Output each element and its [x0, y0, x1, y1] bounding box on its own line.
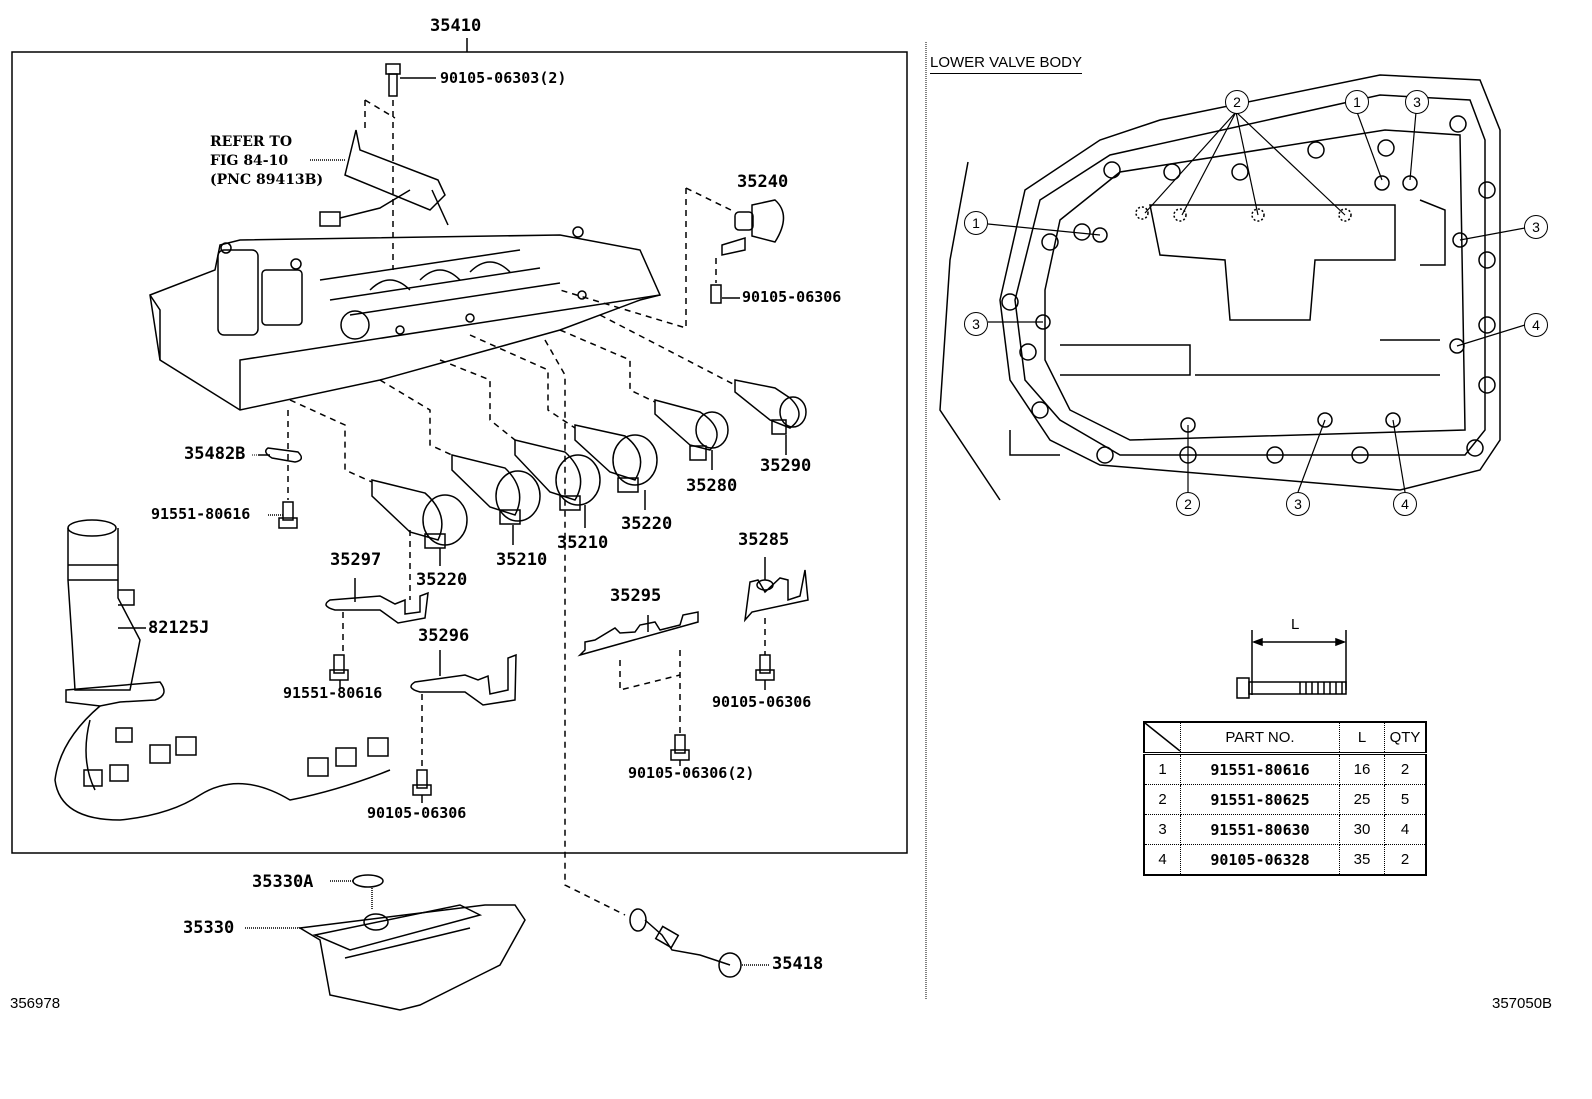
solenoid-35240-icon [559, 187, 785, 330]
header-corner [1143, 721, 1181, 755]
header-length: L [1339, 721, 1385, 755]
row-key: 2 [1143, 784, 1181, 815]
solenoid-35220-b-icon [469, 334, 658, 510]
left-footer-id: 356978 [10, 995, 61, 1012]
sensor-bracket-icon [310, 99, 449, 227]
row-part-no[interactable]: 91551-80630 [1180, 814, 1340, 845]
right-footer-id: 357050B [1492, 995, 1553, 1012]
callout-35210-b[interactable]: 35210 [557, 533, 609, 553]
solenoid-35220-a-icon [289, 399, 468, 600]
valve-body-icon [149, 226, 662, 411]
bracket-35285-icon [743, 557, 809, 690]
callout-35330[interactable]: 35330 [183, 918, 235, 938]
marker-1-left[interactable]: 1 [964, 211, 988, 235]
callout-35240[interactable]: 35240 [737, 172, 789, 192]
table-header-row: PART NO. L QTY [1143, 721, 1427, 755]
bracket-35296-icon [410, 650, 517, 803]
callout-35220-b[interactable]: 35220 [621, 514, 673, 534]
refer-note-line1: REFER TO [210, 134, 293, 150]
callout-35285[interactable]: 35285 [738, 530, 790, 550]
solenoid-35290-icon [599, 314, 807, 455]
pin-35418-icon [629, 908, 770, 978]
marker-4-bottom[interactable]: 4 [1393, 492, 1417, 516]
assembly-frame [11, 51, 908, 854]
row-qty: 4 [1384, 814, 1427, 845]
leader-35418 [544, 339, 626, 916]
lower-valve-body-title: LOWER VALVE BODY [930, 54, 1082, 74]
callout-90105-06306-c[interactable]: 90105-06306(2) [628, 764, 755, 782]
row-part-no[interactable]: 91551-80616 [1180, 753, 1340, 785]
callout-35295[interactable]: 35295 [610, 586, 662, 606]
marker-3-left[interactable]: 3 [964, 312, 988, 336]
callout-91551-80616-a[interactable]: 91551-80616 [151, 505, 251, 523]
callout-35220-a[interactable]: 35220 [416, 570, 468, 590]
marker-4-right[interactable]: 4 [1524, 313, 1548, 337]
marker-3-bottom[interactable]: 3 [1286, 492, 1310, 516]
callout-35210-a[interactable]: 35210 [496, 550, 548, 570]
solenoid-35280-icon [559, 329, 729, 470]
table-row: 2 91551-80625 25 5 [1143, 784, 1427, 815]
refer-note-line3: (PNC 89413B) [210, 172, 324, 188]
callout-90105-06306-d[interactable]: 90105-06306 [712, 693, 812, 711]
table-row: 3 91551-80630 30 4 [1143, 814, 1427, 845]
marker-1-top[interactable]: 1 [1345, 90, 1369, 114]
row-length: 25 [1339, 784, 1385, 815]
table-row: 1 91551-80616 16 2 [1143, 753, 1427, 785]
marker-leaders [987, 111, 1526, 493]
table-row: 4 90105-06328 35 2 [1143, 844, 1427, 876]
bolt-top-icon [385, 63, 436, 270]
callout-35297[interactable]: 35297 [330, 550, 382, 570]
bracket-35297-icon [325, 578, 429, 688]
row-part-no[interactable]: 90105-06328 [1180, 844, 1340, 876]
marker-3-right[interactable]: 3 [1524, 215, 1548, 239]
bolt-spec-table: PART NO. L QTY 1 91551-80616 16 2 2 9155… [1143, 721, 1427, 876]
row-key: 4 [1143, 844, 1181, 876]
row-length: 35 [1339, 844, 1385, 876]
callout-82125J[interactable]: 82125J [148, 618, 210, 638]
lower-valve-body-art [939, 74, 1501, 501]
bolt-length-diagram [1236, 630, 1347, 699]
callout-35280[interactable]: 35280 [686, 476, 738, 496]
callout-35290[interactable]: 35290 [760, 456, 812, 476]
marker-2-top[interactable]: 2 [1225, 90, 1249, 114]
marker-2-bottom[interactable]: 2 [1176, 492, 1200, 516]
row-qty: 5 [1384, 784, 1427, 815]
row-key: 3 [1143, 814, 1181, 845]
row-length: 16 [1339, 753, 1385, 785]
callout-35482B[interactable]: 35482B [184, 444, 246, 464]
row-qty: 2 [1384, 844, 1427, 876]
callout-90105-06306-b[interactable]: 90105-06306 [367, 804, 467, 822]
callout-35296[interactable]: 35296 [418, 626, 470, 646]
strainer-35330-icon [245, 874, 526, 1011]
callout-35418[interactable]: 35418 [772, 954, 824, 974]
solenoid-35210-b-icon [439, 359, 601, 528]
solenoid-35210-a-icon [379, 379, 541, 545]
row-qty: 2 [1384, 753, 1427, 785]
row-part-no[interactable]: 91551-80625 [1180, 784, 1340, 815]
assembly-number-label[interactable]: 35410 [430, 16, 482, 36]
callout-90105-06306-a[interactable]: 90105-06306 [742, 288, 842, 306]
plate-35482B-icon [258, 410, 303, 529]
bracket-35295-icon [577, 611, 699, 766]
row-length: 30 [1339, 814, 1385, 845]
callout-35330A[interactable]: 35330A [252, 872, 314, 892]
refer-note-line2[interactable]: FIG 84-10 [210, 153, 289, 169]
callout-90105-06303[interactable]: 90105-06303(2) [440, 69, 567, 87]
wire-harness-82125J-icon [54, 519, 391, 821]
marker-3-top[interactable]: 3 [1405, 90, 1429, 114]
row-key: 1 [1143, 753, 1181, 785]
callout-91551-80616-b[interactable]: 91551-80616 [283, 684, 383, 702]
bolt-length-label: L [1291, 616, 1300, 633]
header-part-no: PART NO. [1180, 721, 1340, 755]
header-qty: QTY [1384, 721, 1427, 755]
